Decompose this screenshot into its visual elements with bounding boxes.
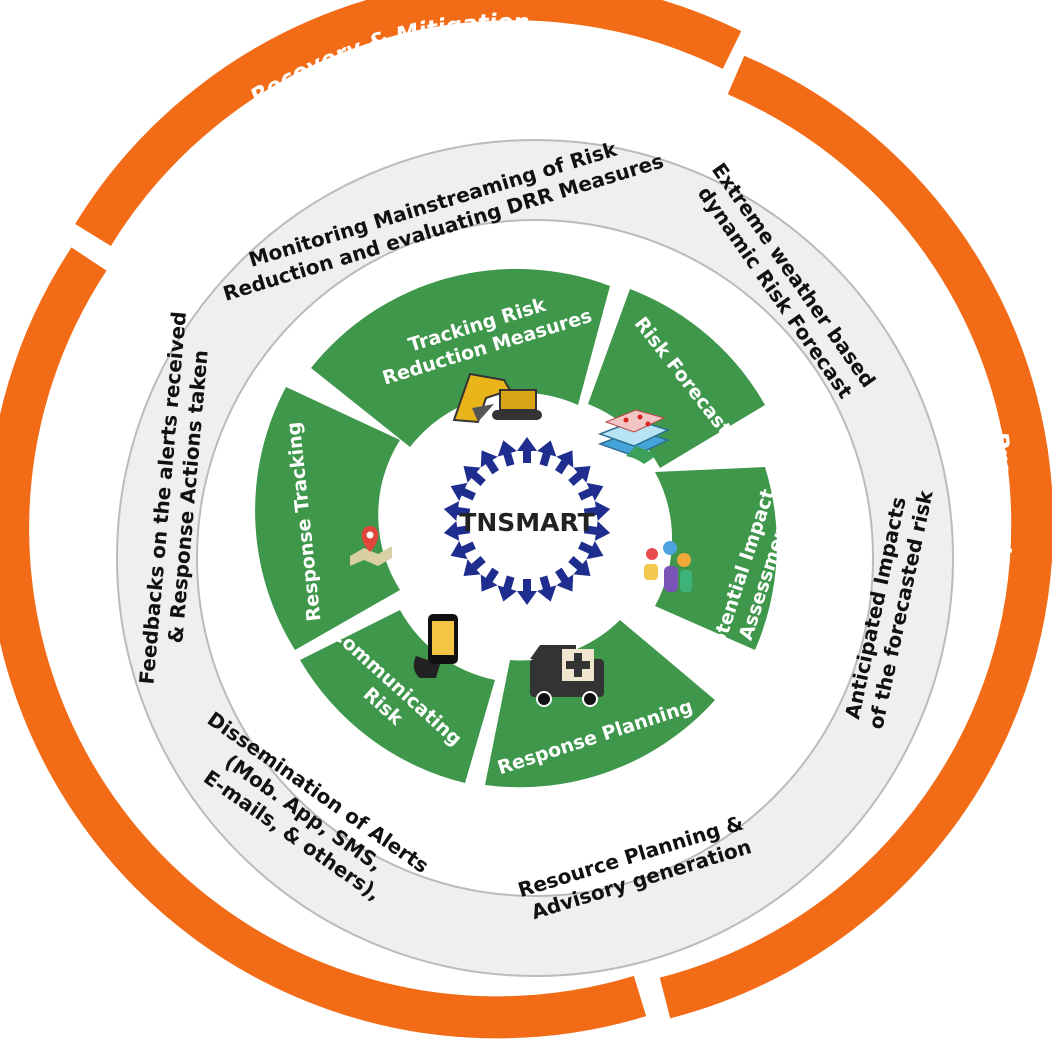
burst-arrow [568,555,591,577]
step-segment-tracking-risk [311,268,610,447]
burst-arrow [480,450,500,475]
phase-arc-preparedness [659,55,1052,1019]
center-arrow-burst [443,437,611,605]
burst-arrow [578,482,604,502]
burst-arrow [497,575,517,602]
mobile-phone-icon [413,614,458,678]
burst-arrow [450,482,476,502]
burst-arrow [443,521,471,541]
burst-arrow [583,501,611,521]
burst-arrow [497,440,517,467]
phase-arc-response [0,247,647,1039]
burst-arrow [463,555,486,577]
burst-arrow [450,540,476,560]
step-segment-potential-impact [655,467,777,650]
ambulance-icon [530,645,604,707]
burst-arrow [537,440,557,467]
burst-arrow [568,465,591,487]
burst-arrow [517,579,537,605]
burst-arrow [537,575,557,602]
location-pin-icon [350,526,392,566]
step-segment-response-tracking [255,387,400,650]
step-segment-communicating [300,610,495,783]
map-layers-icon [597,409,671,464]
impact-people-icon [644,541,692,592]
burst-arrow [583,521,611,541]
burst-arrow [554,567,574,592]
burst-arrow [554,450,574,475]
burst-arrow [517,437,537,463]
center-label: TNSMART [459,508,594,537]
phase-arc-recovery [75,0,742,246]
burst-arrow [480,567,500,592]
burst-arrow [578,540,604,560]
burst-arrow [443,501,471,521]
step-ring [255,268,777,788]
burst-arrow [463,465,486,487]
excavator-icon [452,372,542,424]
activity-band [116,139,954,977]
